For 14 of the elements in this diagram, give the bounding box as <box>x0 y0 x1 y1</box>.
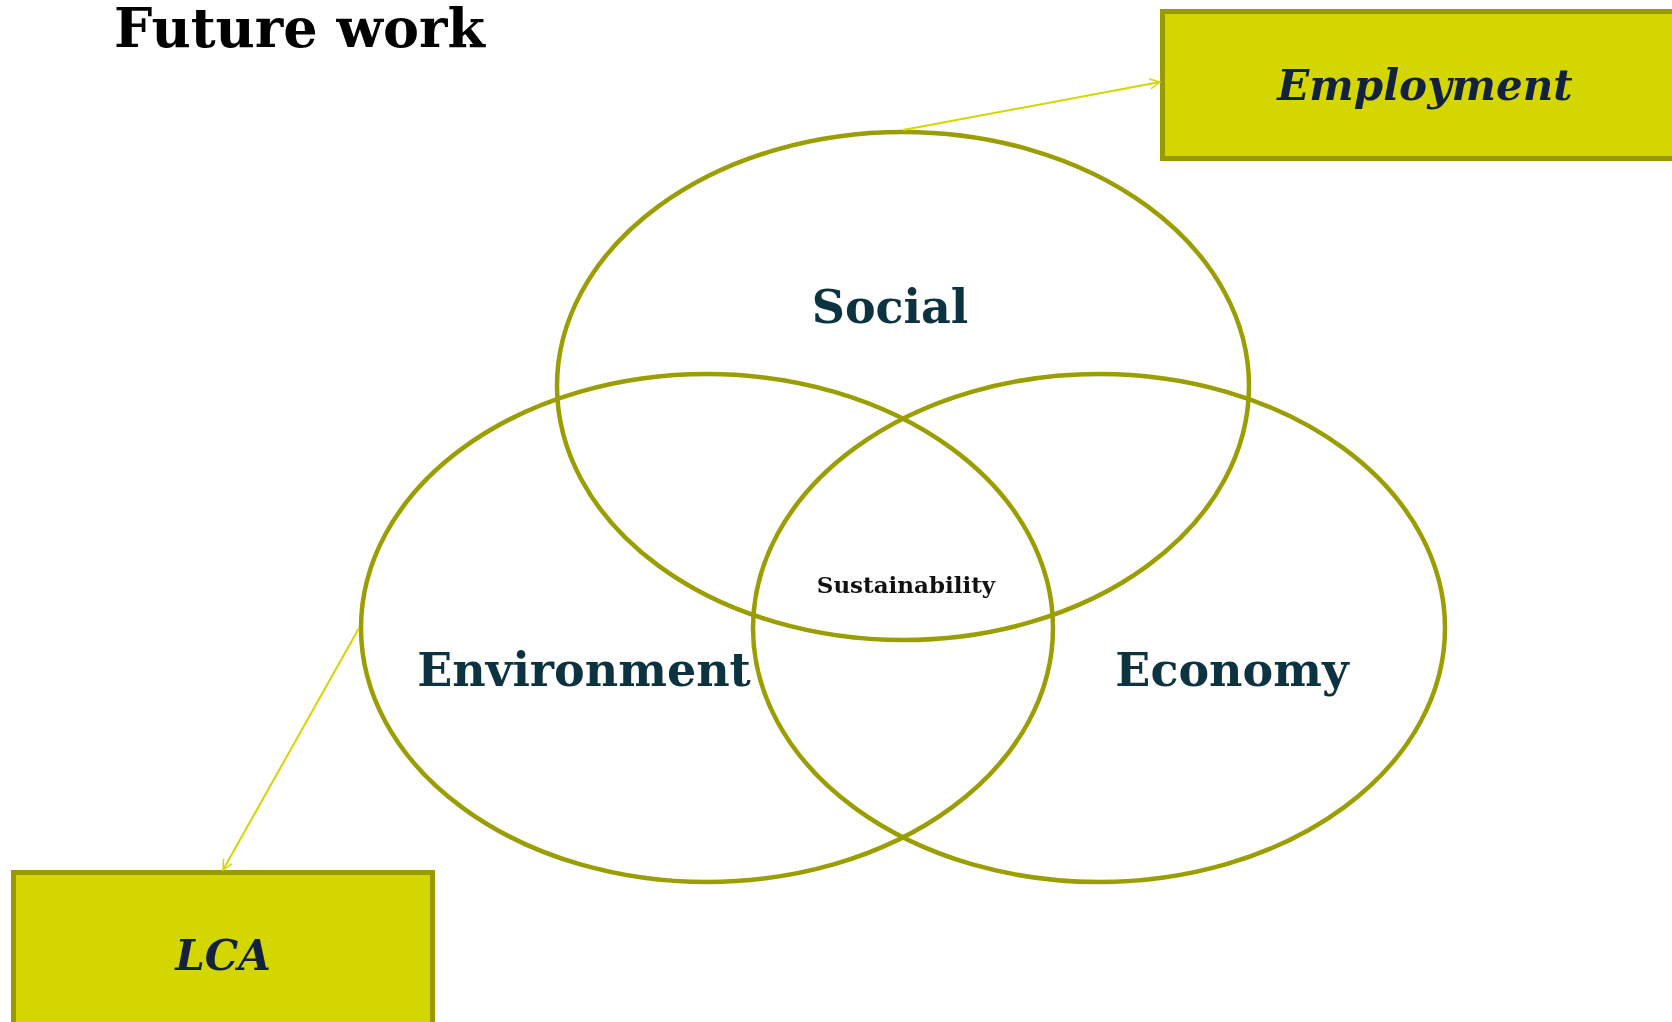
circle-label: Social <box>811 280 969 334</box>
circle-label: Economy <box>1115 643 1349 697</box>
topic-box <box>11 870 435 1022</box>
venn-ellipse <box>555 130 1251 642</box>
topic-box <box>1160 9 1672 161</box>
slide-title: Future work <box>114 0 485 60</box>
overlap-label: Sustainability <box>816 570 996 598</box>
arrow <box>222 627 360 871</box>
arrow <box>902 78 1161 131</box>
venn-ellipse <box>359 372 1055 884</box>
circle-label: Environment <box>417 643 751 697</box>
venn-ellipse <box>751 372 1447 884</box>
box-label: LCA <box>175 930 271 980</box>
box-label: Employment <box>1277 60 1573 110</box>
